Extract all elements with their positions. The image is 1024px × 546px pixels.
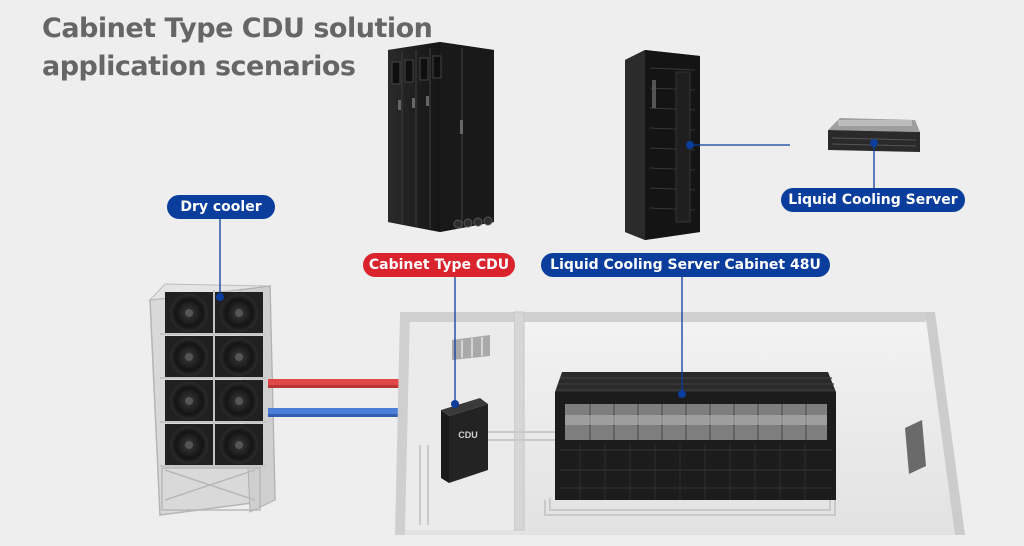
cdu-cabinet-product: [388, 42, 494, 232]
label-cabinet-cdu: Cabinet Type CDU: [363, 253, 515, 277]
fan: [215, 380, 263, 422]
page-title: Cabinet Type CDU solution application sc…: [42, 10, 433, 86]
title-line-1: Cabinet Type CDU solution: [42, 13, 433, 44]
connector-lines: [219, 143, 875, 404]
wall-vent: [452, 335, 490, 360]
server-cabinet-product: [625, 50, 700, 240]
title-line-2: application scenarios: [42, 51, 356, 82]
label-server-cabinet: Liquid Cooling Server Cabinet 48U: [541, 253, 830, 277]
cold-pipe: [268, 408, 430, 417]
fan: [215, 336, 263, 378]
dry-cooler-fans: [165, 292, 263, 466]
hot-pipe: [268, 379, 430, 388]
label-dry-cooler: Dry cooler: [167, 195, 275, 219]
fan: [165, 292, 213, 334]
fan: [215, 292, 263, 334]
room-door: [905, 420, 926, 474]
server-cabinet-row: [555, 372, 836, 500]
dry-cooler-unit: [148, 283, 276, 516]
connector-dots: [216, 139, 878, 408]
dry-cooler-base: [161, 467, 261, 511]
fan: [165, 380, 213, 422]
label-liquid-cooling-server: Liquid Cooling Server: [781, 188, 965, 212]
fan: [165, 424, 213, 466]
cdu-unit: CDU: [441, 398, 488, 483]
cdu-unit-label: CDU: [458, 430, 478, 440]
fan: [165, 336, 213, 378]
fan: [215, 424, 263, 466]
